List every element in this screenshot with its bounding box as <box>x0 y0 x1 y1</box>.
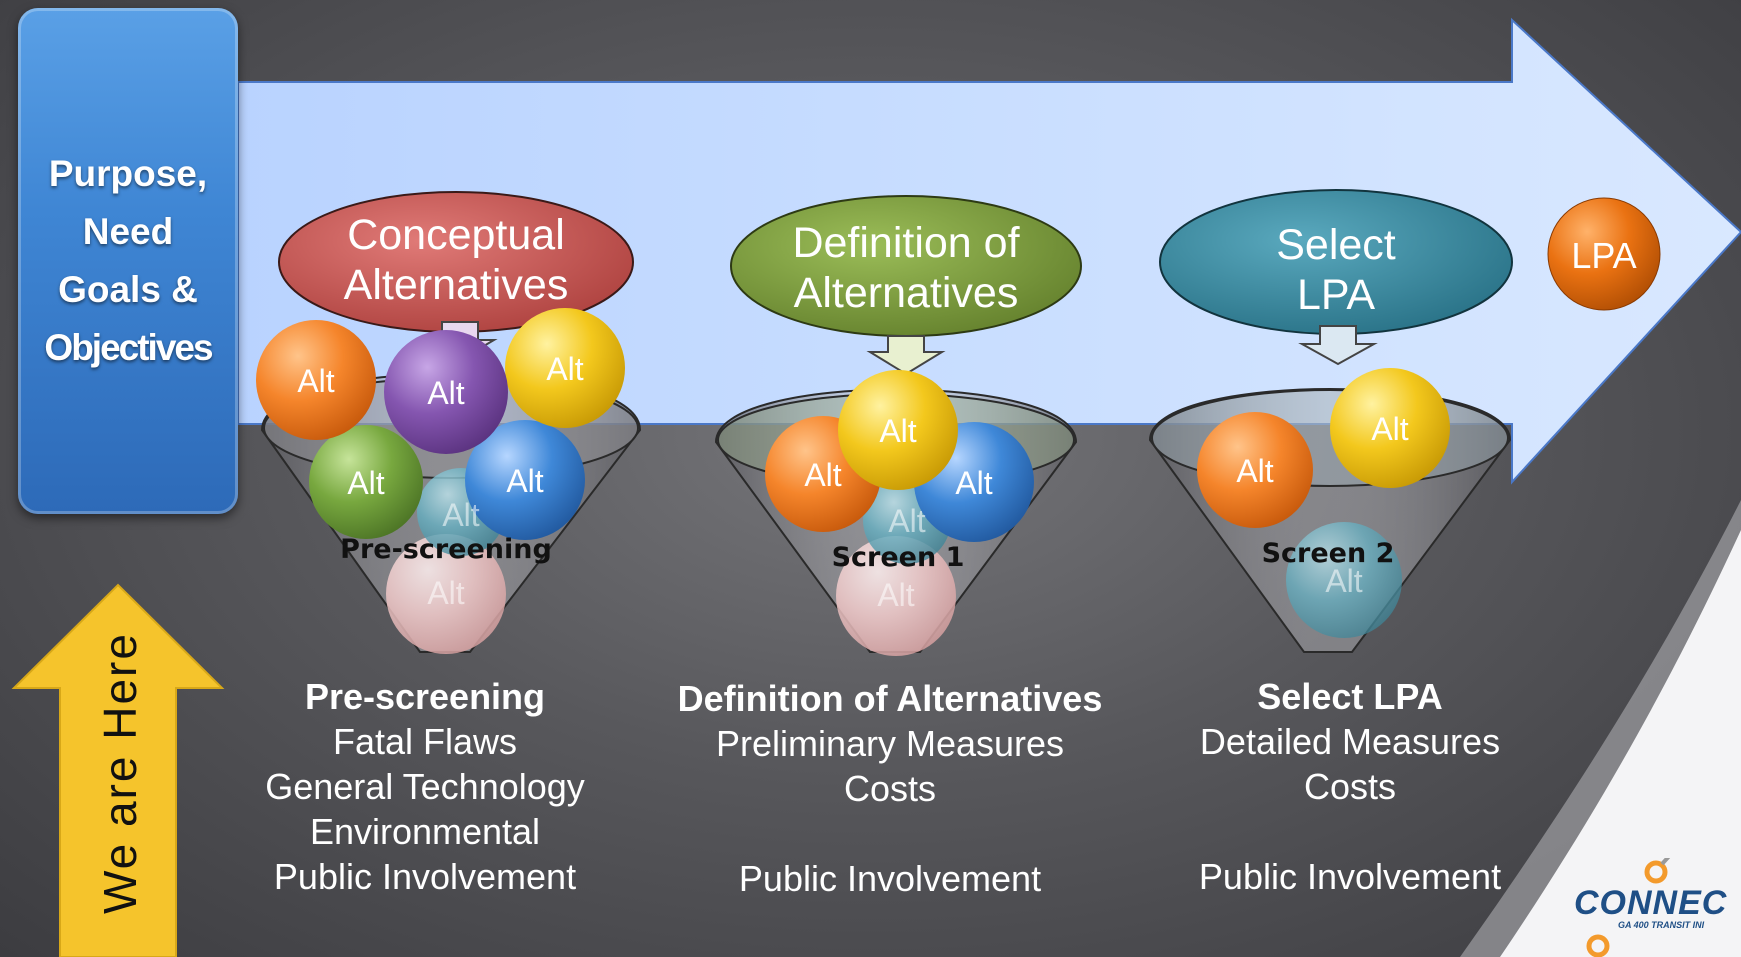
description-line: Environmental <box>309 811 541 852</box>
description-spacer <box>1160 809 1540 854</box>
ball-label: Alt <box>877 577 914 613</box>
ball-label: Alt <box>1371 411 1408 447</box>
down-arrow-3 <box>1298 325 1378 366</box>
we-are-here-label: We are Here <box>60 600 180 946</box>
funnel-1-balls <box>256 308 625 654</box>
stage-label-definition: Definition of Alternatives <box>746 218 1066 318</box>
description-line: Public Involvement <box>738 858 1042 899</box>
lpa-ball <box>1547 197 1661 311</box>
ball-label: Alt <box>506 463 543 499</box>
stage-label-line: Conceptual <box>347 211 565 259</box>
description-line: Preliminary Measures <box>715 723 1065 764</box>
objectives-line: Objectives <box>44 327 213 368</box>
description-line: Public Involvement <box>273 856 577 897</box>
ball-label: Alt <box>804 457 841 493</box>
lpa-label: LPA <box>1571 235 1636 276</box>
stage-label-line: LPA <box>1296 271 1376 319</box>
description-line: Costs <box>843 768 937 809</box>
ball-label: Alt <box>546 351 583 387</box>
funnel-label-screen-1: Screen 1 <box>832 542 965 573</box>
ball-label: Alt <box>1325 563 1362 599</box>
ball-label: Alt <box>888 503 925 539</box>
stage-label-line: Definition of <box>792 219 1020 267</box>
description-heading: Pre-screening <box>304 676 546 717</box>
funnel-label-screen-2: Screen 2 <box>1262 538 1395 569</box>
corner-panel <box>1500 530 1741 957</box>
logo-text: CONNEC <box>1574 884 1728 922</box>
we-are-here-text: We are Here <box>94 632 147 914</box>
funnel-3-balls <box>1197 368 1450 638</box>
stage-label-line: Alternatives <box>793 269 1019 317</box>
stage-label-line: Select <box>1276 221 1396 269</box>
ball-label: Alt <box>427 575 464 611</box>
ball-label: Alt <box>427 375 464 411</box>
logo-subtext: GA 400 TRANSIT INI <box>1618 920 1705 930</box>
ball-label: Alt <box>879 413 916 449</box>
logo-graphic <box>1586 858 1671 957</box>
funnel-2-balls <box>765 370 1034 656</box>
connect-logo: CONNEC GA 400 TRANSIT INI <box>1570 858 1741 957</box>
down-arrow-2 <box>866 335 946 376</box>
description-heading: Definition of Alternatives <box>677 678 1103 719</box>
description-heading: Select LPA <box>1257 676 1443 717</box>
stage-label-conceptual: Conceptual Alternatives <box>296 210 616 310</box>
description-line: Costs <box>1303 766 1397 807</box>
ball-label: Alt <box>955 465 992 501</box>
ball-label: Alt <box>347 465 384 501</box>
description-prescreening: Pre-screening Fatal Flaws General Techno… <box>240 674 610 899</box>
stage-label-line: Alternatives <box>343 261 569 309</box>
description-line: General Technology <box>265 766 585 807</box>
we-are-here-arrow-shape <box>11 583 225 957</box>
ball-label: Alt <box>442 497 479 533</box>
description-line: Detailed Measures <box>1199 721 1501 762</box>
description-line: Public Involvement <box>1198 856 1502 897</box>
description-spacer <box>650 811 1130 856</box>
purpose-line: Purpose, <box>48 153 208 194</box>
ball-label: Alt <box>297 363 334 399</box>
goals-line: Goals & <box>58 269 198 310</box>
ball-label: Alt <box>1236 453 1273 489</box>
description-definition: Definition of Alternatives Preliminary M… <box>650 676 1130 901</box>
description-line: Fatal Flaws <box>332 721 518 762</box>
need-line: Need <box>82 211 174 252</box>
purpose-need-goals-box: Purpose, Need Goals & Objectives <box>18 8 238 514</box>
funnel-label-prescreening: Pre-screening <box>340 534 552 565</box>
stage-label-select: Select LPA <box>1176 220 1496 320</box>
description-select: Select LPA Detailed Measures Costs Publi… <box>1160 674 1540 899</box>
